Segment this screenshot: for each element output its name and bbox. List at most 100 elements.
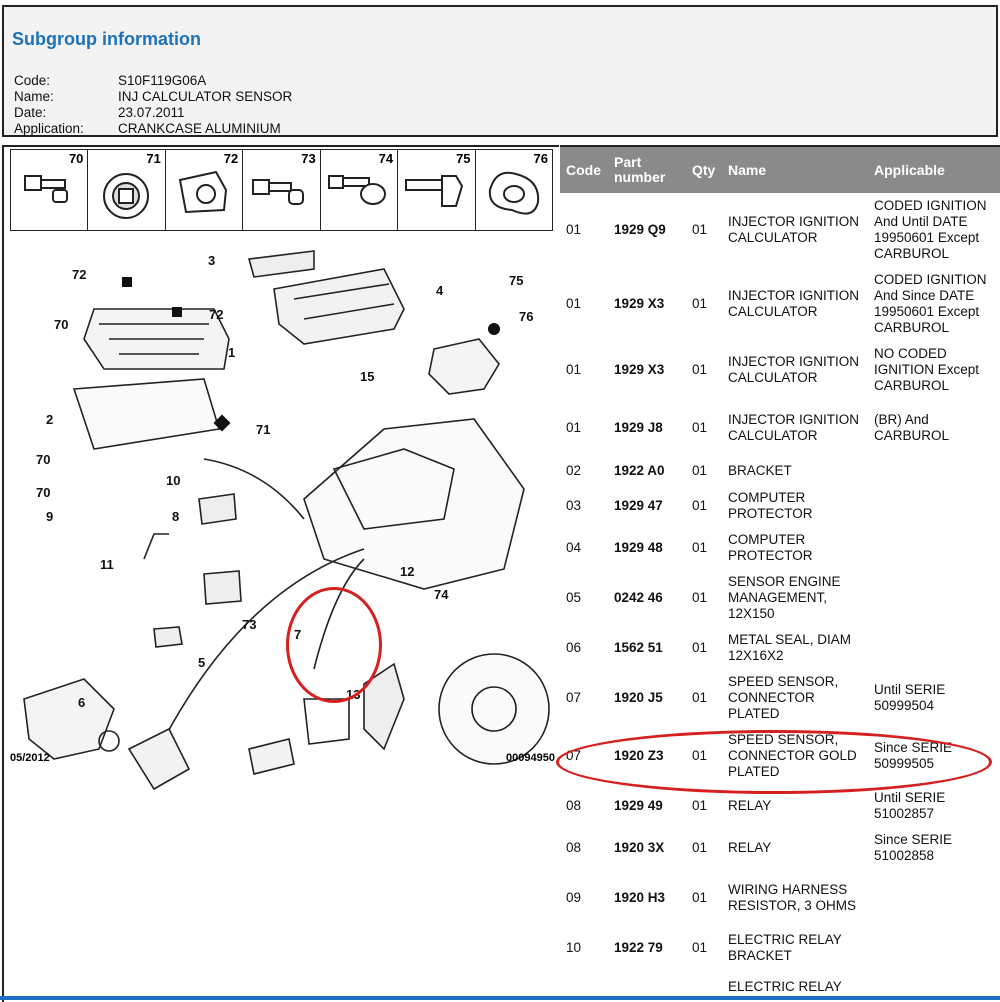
cell-app: NO CODED IGNITION Except CARBUROL (874, 346, 980, 393)
col-header-applicable[interactable]: Applicable (868, 147, 1000, 193)
cell-pn: 1920 H3 (614, 890, 666, 905)
cell-name: WIRING HARNESS RESISTOR, 3 OHMS (728, 882, 857, 913)
cell-qty: 01 (692, 590, 708, 605)
col-header-code[interactable]: Code (560, 147, 608, 193)
cell-code: 02 (566, 463, 582, 478)
cell-name: RELAY (728, 840, 772, 855)
cell-pn: 1920 J5 (614, 690, 663, 705)
callout-70a: 70 (54, 317, 68, 332)
cell-name: RELAY (728, 798, 772, 813)
callout-70b: 70 (36, 452, 50, 467)
cell-app: Since SERIE 51002858 (874, 832, 953, 863)
part-74[interactable]: 74 (321, 150, 399, 230)
part-73[interactable]: 73 (243, 150, 321, 230)
cell-pn: 1929 X3 (614, 296, 665, 311)
hex-bolt-icon (405, 175, 464, 207)
col-header-qty[interactable]: Qty (686, 147, 722, 193)
part-72[interactable]: 72 (166, 150, 244, 230)
field-date: Date:23.07.2011 (14, 105, 185, 120)
callout-70c: 70 (36, 485, 50, 500)
cell-qty: 01 (692, 940, 708, 955)
col-header-name[interactable]: Name (722, 147, 868, 193)
bolt-icon (24, 175, 68, 203)
highlight-circle-table (556, 730, 992, 794)
part-70[interactable]: 70 (11, 150, 89, 230)
cell-qty: 01 (692, 463, 708, 478)
callout-6: 6 (78, 695, 85, 710)
flange-screw-icon (327, 175, 386, 205)
cell-pn: 1929 49 (614, 798, 663, 813)
field-name: Name:INJ CALCULATOR SENSOR (14, 89, 293, 104)
part-76[interactable]: 76 (476, 150, 552, 230)
cell-app: CODED IGNITION And Until DATE 19950601 E… (874, 198, 987, 261)
callout-71: 71 (256, 422, 270, 437)
cell-name: ELECTRIC RELAY (728, 979, 842, 994)
callout-75: 75 (509, 273, 523, 288)
cell-qty: 01 (692, 296, 708, 311)
field-code: Code:S10F119G06A (14, 73, 207, 88)
field-application: Application:CRANKCASE ALUMINIUM (14, 121, 281, 136)
cell-name: COMPUTER PROTECTOR (728, 532, 813, 563)
cell-app (868, 485, 1000, 527)
page-title: Subgroup information (12, 29, 201, 49)
gasket-icon (488, 171, 539, 215)
table-row[interactable]: 09 1920 H3 01 WIRING HARNESS RESISTOR, 3 OH… (560, 869, 1000, 927)
subgroup-fields: Code:S10F119G06A Name:INJ CALCULATOR SEN… (14, 73, 292, 137)
cell-name: SPEED SENSOR, CONNECTOR PLATED (728, 674, 839, 721)
cell-pn: 0242 46 (614, 590, 663, 605)
cell-name: INJECTOR IGNITION CALCULATOR (728, 288, 860, 319)
callout-4: 4 (436, 283, 444, 298)
cell-qty: 01 (692, 890, 708, 905)
cell-app (868, 527, 1000, 569)
callout-72a: 72 (72, 267, 86, 282)
cell-pn: 1562 51 (614, 640, 663, 655)
cell-name: INJECTOR IGNITION CALCULATOR (728, 214, 860, 245)
cell-name: INJECTOR IGNITION CALCULATOR (728, 412, 860, 443)
exploded-diagram[interactable]: 70 71 72 73 74 75 76 (2, 145, 559, 1002)
cell-code: 05 (566, 590, 582, 605)
grommet-icon (103, 173, 150, 219)
cell-code: 01 (566, 420, 582, 435)
cell-code: 07 (566, 690, 582, 705)
cell-app (868, 569, 1000, 627)
part-71[interactable]: 71 (88, 150, 166, 230)
table-row[interactable]: ELECTRIC RELAY (560, 969, 1000, 1002)
callout-73: 73 (242, 617, 256, 632)
callout-9: 9 (46, 509, 53, 524)
screw-icon (252, 179, 305, 205)
cell-app (868, 457, 1000, 485)
diagram-date: 05/2012 (10, 752, 50, 764)
cell-code: 06 (566, 640, 582, 655)
cell-code: 04 (566, 540, 582, 555)
cell-qty: 01 (692, 798, 708, 813)
cell-name: COMPUTER PROTECTOR (728, 490, 813, 521)
col-header-part-number[interactable]: Part number (608, 147, 686, 193)
cell-code: 08 (566, 798, 582, 813)
cell-code: 09 (566, 890, 582, 905)
callout-15: 15 (360, 369, 374, 384)
cell-qty: 01 (692, 498, 708, 513)
small-parts-strip: 70 71 72 73 74 75 76 (10, 149, 553, 231)
diagram-reference: 00094950 (506, 752, 555, 764)
cell-qty: 01 (692, 840, 708, 855)
cell-app (868, 627, 1000, 669)
cell-code: 10 (566, 940, 582, 955)
callout-1: 1 (228, 345, 235, 360)
cell-app: Until SERIE 50999504 (874, 682, 946, 713)
part-75[interactable]: 75 (398, 150, 476, 230)
